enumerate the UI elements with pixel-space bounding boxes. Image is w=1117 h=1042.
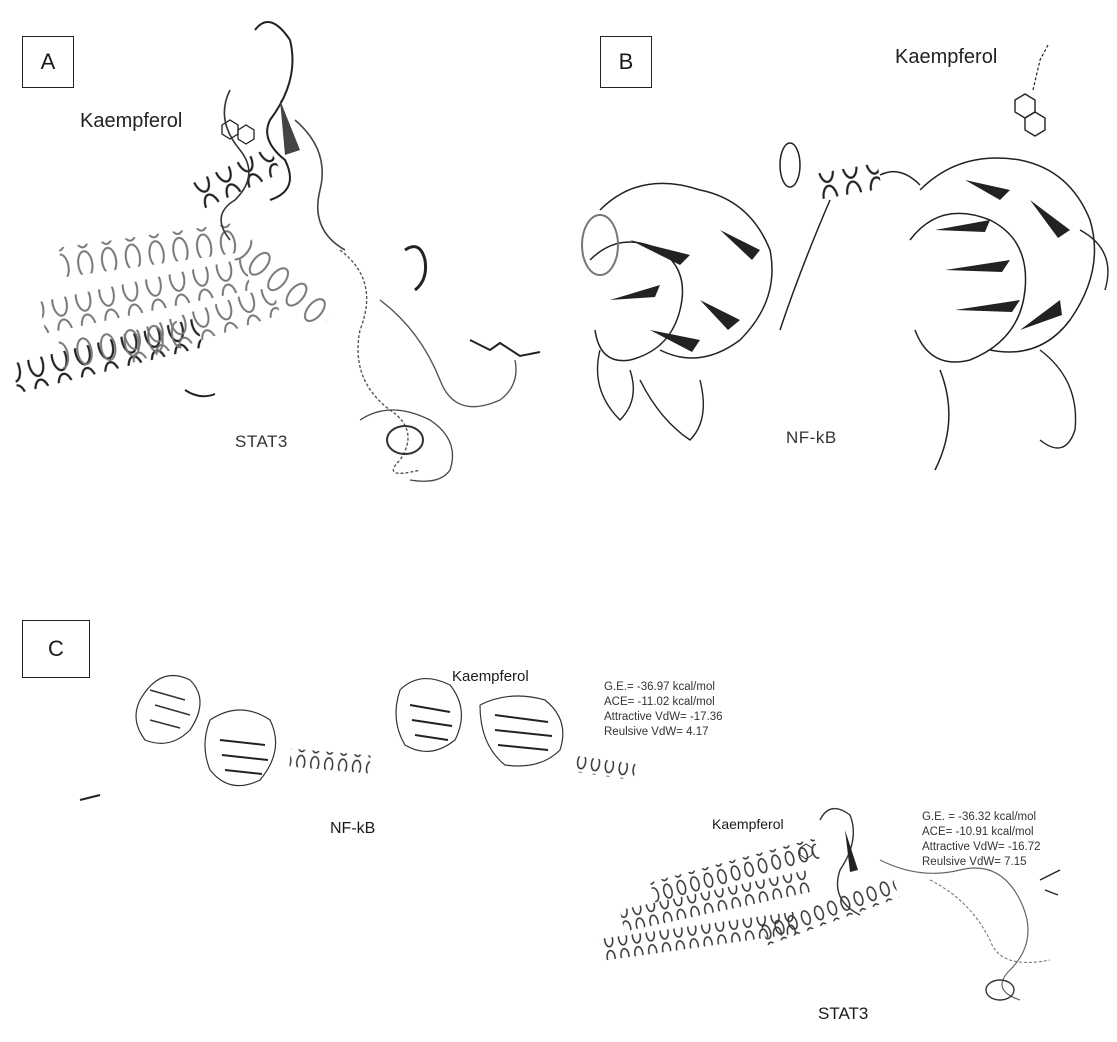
protein-label-c-stat3: STAT3: [818, 1004, 868, 1024]
ligand-label-c-nfkb: Kaempferol: [452, 668, 529, 685]
ligand-label-a: Kaempferol: [80, 110, 182, 133]
protein-label-a: STAT3: [235, 432, 288, 452]
stat-line: Reulsive VdW= 7.15: [922, 855, 1041, 870]
stat-line: Attractive VdW= -17.36: [604, 710, 723, 725]
stat-line: ACE= -11.02 kcal/mol: [604, 695, 723, 710]
stat3-structure-a: [11, 22, 540, 481]
panel-label-a: A: [22, 36, 74, 88]
stat-line: Attractive VdW= -16.72: [922, 840, 1041, 855]
binding-stats-stat3: G.E. = -36.32 kcal/mol ACE= -10.91 kcal/…: [922, 810, 1041, 870]
panel-label-c: C: [22, 620, 90, 678]
stat-line: G.E. = -36.32 kcal/mol: [922, 810, 1041, 825]
panel-label-b: B: [600, 36, 652, 88]
ligand-label-c-stat3: Kaempferol: [712, 816, 784, 832]
stat-line: G.E.= -36.97 kcal/mol: [604, 680, 723, 695]
stat-line: Reulsive VdW= 4.17: [604, 725, 723, 740]
binding-stats-nfkb: G.E.= -36.97 kcal/mol ACE= -11.02 kcal/m…: [604, 680, 723, 740]
nfkb-structure-c: [80, 676, 636, 801]
ligand-label-b: Kaempferol: [895, 46, 997, 69]
stat-line: ACE= -10.91 kcal/mol: [922, 825, 1041, 840]
nfkb-structure-b: [582, 45, 1108, 470]
protein-label-b: NF-kB: [786, 428, 837, 448]
protein-label-c-nfkb: NF-kB: [330, 820, 375, 838]
